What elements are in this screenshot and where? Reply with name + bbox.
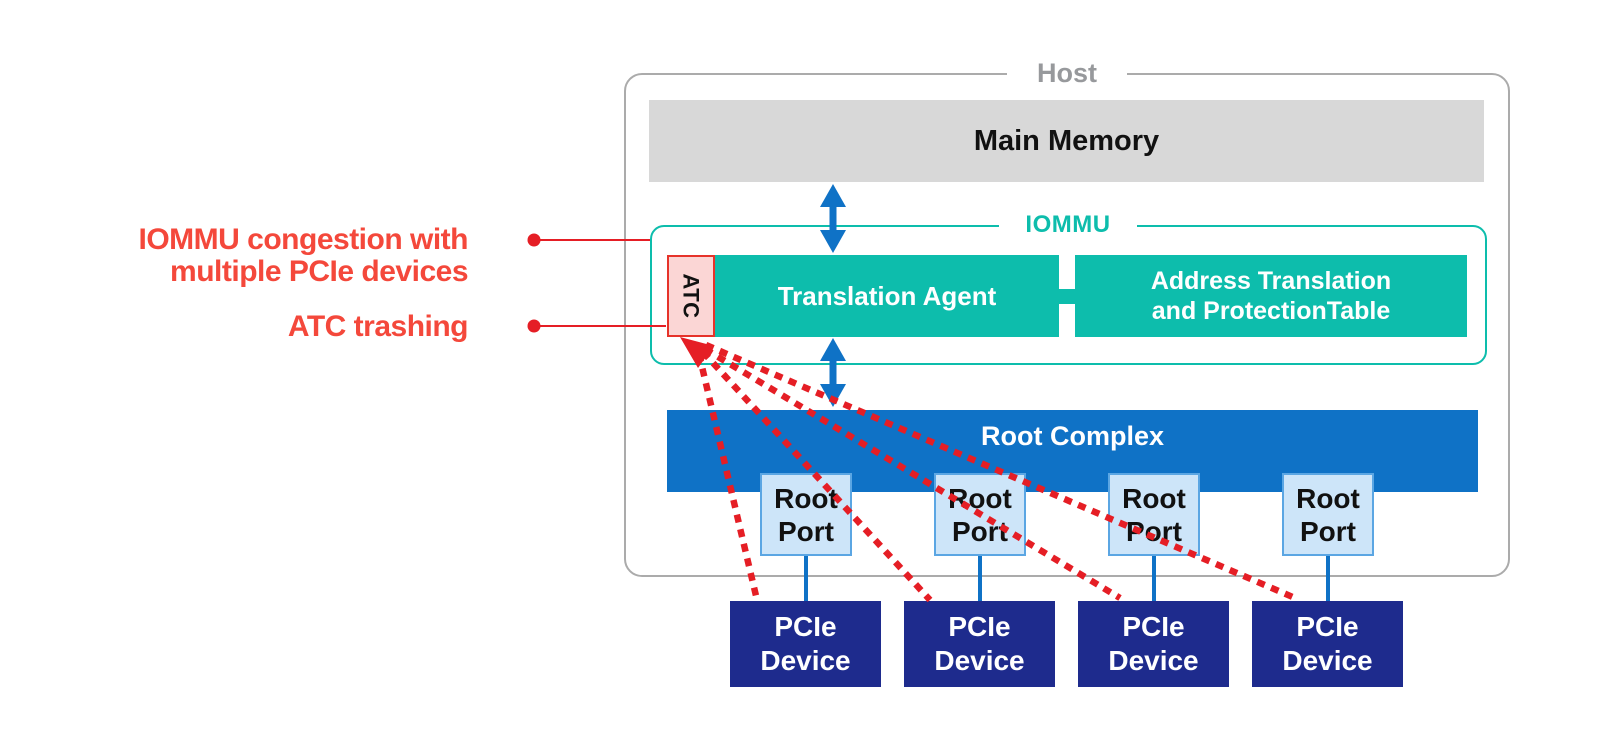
port-device-link-3	[1152, 556, 1156, 601]
translation-agent-atpt-connector	[1059, 289, 1075, 304]
main-memory-box: Main Memory	[649, 100, 1484, 182]
translation-agent-box: Translation Agent	[715, 255, 1059, 337]
iommu-label: IOMMU	[999, 211, 1137, 239]
annotation-congestion-line2: multiple PCIe devices	[170, 255, 468, 288]
atc-box: ATC	[667, 255, 715, 337]
host-label: Host	[1007, 57, 1127, 89]
callout-dot-1	[527, 233, 541, 247]
annotation-atc-trashing: ATC trashing	[287, 310, 469, 343]
annotation-iommu-congestion: IOMMU congestion with multiple PCIe devi…	[80, 223, 469, 288]
annotation-congestion-line1: IOMMU congestion with	[138, 223, 469, 256]
port-device-link-1	[804, 556, 808, 601]
port-device-link-2	[978, 556, 982, 601]
callout-dot-2	[527, 319, 541, 333]
port-device-link-4	[1326, 556, 1330, 601]
atc-label: ATC	[679, 273, 704, 319]
